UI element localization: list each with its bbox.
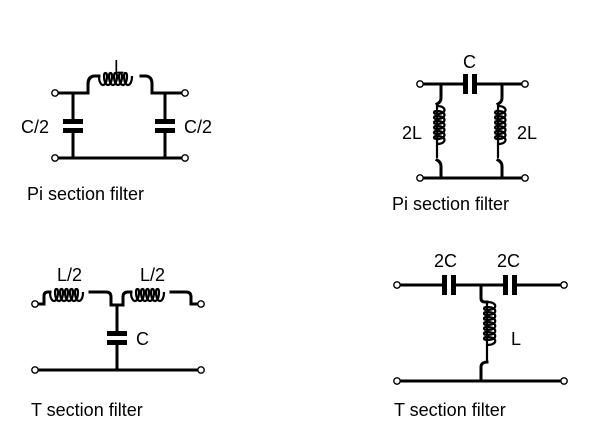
capacitor-shunt-right bbox=[155, 91, 175, 160]
terminal-in-top bbox=[393, 281, 401, 289]
terminal-in-top bbox=[31, 300, 39, 308]
terminal-out-bottom bbox=[521, 174, 529, 182]
top-wire-left bbox=[56, 82, 90, 95]
terminal-in-bottom bbox=[51, 154, 59, 162]
capacitor-series-left bbox=[442, 275, 456, 295]
capacitor-series-right bbox=[503, 275, 517, 295]
terminal-out-top bbox=[181, 89, 189, 97]
inductor-shunt bbox=[479, 283, 497, 383]
inductor-loops bbox=[493, 104, 507, 146]
caption: T section filter bbox=[31, 400, 143, 420]
label-shunt: C bbox=[136, 329, 149, 349]
top-wire-right bbox=[150, 82, 183, 95]
inductor-l bbox=[86, 71, 154, 87]
terminal-out-bottom bbox=[181, 154, 189, 162]
pi-lc-filter: L C/2 C/2 Pi section filter bbox=[21, 57, 212, 204]
label-series-right: L/2 bbox=[140, 265, 165, 285]
pi-cl-filter: C 2L 2L Pi section filter bbox=[392, 52, 537, 214]
caption: Pi section filter bbox=[392, 194, 509, 214]
terminal-in-top bbox=[51, 89, 59, 97]
inductor-coil bbox=[129, 287, 166, 303]
label-series: C bbox=[463, 52, 476, 72]
label-shunt: L bbox=[511, 329, 521, 349]
terminal-in-bottom bbox=[393, 377, 401, 385]
label-shunt-right: 2L bbox=[517, 123, 537, 143]
label-series-left: 2C bbox=[434, 251, 457, 271]
label-shunt-left: C/2 bbox=[21, 117, 49, 137]
terminal-in-bottom bbox=[31, 366, 39, 374]
inductor-loops bbox=[432, 104, 446, 146]
inductor-series-left bbox=[48, 287, 119, 307]
inductor-loops bbox=[482, 300, 497, 347]
top-wire-left bbox=[36, 290, 52, 306]
terminal-in-bottom bbox=[416, 174, 424, 182]
capacitor-shunt-left bbox=[63, 91, 83, 160]
t-cl-filter: 2C 2C L T section filter bbox=[393, 251, 568, 420]
label-series-left: L/2 bbox=[57, 265, 82, 285]
label-shunt-right: C/2 bbox=[184, 117, 212, 137]
terminal-out-top bbox=[560, 281, 568, 289]
label-series-right: 2C bbox=[497, 251, 520, 271]
terminal-out-top bbox=[521, 80, 529, 88]
terminal-out-bottom bbox=[560, 377, 568, 385]
label-shunt-left: 2L bbox=[402, 123, 422, 143]
capacitor-series bbox=[463, 74, 477, 94]
terminal-in-top bbox=[416, 80, 424, 88]
terminal-out-top bbox=[197, 300, 205, 308]
inductor-shunt-left bbox=[432, 82, 446, 180]
t-lc-filter: L/2 L/2 C T section filter bbox=[31, 265, 205, 420]
inductor-coil bbox=[48, 287, 85, 303]
inductor-coil bbox=[97, 71, 134, 87]
terminal-out-bottom bbox=[197, 366, 205, 374]
label-series: L bbox=[114, 57, 124, 77]
capacitor-shunt bbox=[107, 303, 127, 372]
inductor-shunt-right bbox=[493, 82, 507, 180]
inductor-series-right bbox=[115, 287, 199, 307]
caption: Pi section filter bbox=[27, 184, 144, 204]
caption: T section filter bbox=[394, 400, 506, 420]
